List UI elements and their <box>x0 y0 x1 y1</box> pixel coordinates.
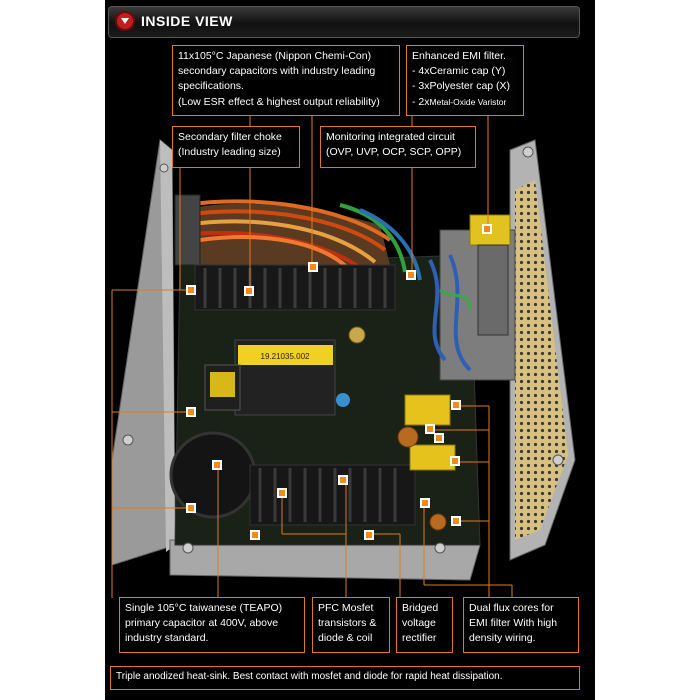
callout-heatsink: Triple anodized heat-sink. Best contact … <box>110 666 580 690</box>
callout-text: Dual flux cores for <box>469 602 554 614</box>
upper-heatsink <box>194 264 396 311</box>
marker-capacitor-1[interactable] <box>308 262 318 272</box>
callout-text: rectifier <box>402 632 437 645</box>
marker-pfc-diode[interactable] <box>277 488 287 498</box>
callout-text: density wiring. <box>469 632 536 645</box>
callout-text-small: Metal-Oxide Varistor <box>429 96 507 107</box>
callout-text: primary capacitor at 400V, above <box>125 617 279 630</box>
marker-heatsink-upper[interactable] <box>186 407 196 417</box>
callout-bridge-rectifier: Bridged voltage rectifier <box>396 597 453 653</box>
marker-pfc-mosfet[interactable] <box>338 475 348 485</box>
callout-text: Secondary filter choke <box>178 131 282 143</box>
screw <box>122 434 134 446</box>
ceramic-cap <box>336 393 350 407</box>
marker-emi-cap-4[interactable] <box>450 456 460 466</box>
marker-emi-cap-1[interactable] <box>451 400 461 410</box>
callout-text: secondary capacitors with industry leadi… <box>178 65 376 78</box>
marker-emi-cap-3[interactable] <box>434 433 444 443</box>
callout-text: specifications. <box>178 80 244 93</box>
callout-pfc-mosfet: PFC Mosfet transistors & diode & coil <box>312 597 390 653</box>
marker-pfc-coil[interactable] <box>250 530 260 540</box>
marker-monitor-ic[interactable] <box>406 270 416 280</box>
callout-monitoring-ic: Monitoring integrated circuit (OVP, UVP,… <box>320 126 476 168</box>
emi-cap-x2 <box>409 444 456 471</box>
primary-capacitor <box>169 431 257 519</box>
callout-text: EMI filter With high <box>469 617 558 630</box>
screw <box>159 163 169 173</box>
chassis-floor <box>169 539 481 581</box>
transformer-label-text: 19.21035.002 <box>261 352 310 361</box>
callout-text: 11x105°C Japanese (Nippon Chemi-Con) <box>178 50 372 62</box>
callout-filter-choke: Secondary filter choke (Industry leading… <box>172 126 300 168</box>
chassis-left-edge <box>160 140 175 552</box>
callout-text: transistors & <box>318 617 377 630</box>
callout-text: (Low ESR effect & highest output reliabi… <box>178 95 380 108</box>
callout-text: (Industry leading size) <box>178 146 281 159</box>
marker-choke[interactable] <box>186 285 196 295</box>
lower-heatsink <box>249 464 416 526</box>
chevron-down-icon <box>117 13 133 29</box>
section-header: INSIDE VIEW <box>108 6 580 38</box>
marker-flux-core-2[interactable] <box>451 516 461 526</box>
toroid-core <box>397 426 419 448</box>
toroid-core-2 <box>429 513 447 531</box>
marker-capacitor-2[interactable] <box>244 286 254 296</box>
callout-capacitors: 11x105°C Japanese (Nippon Chemi-Con) sec… <box>172 45 400 116</box>
marker-primary-capacitor[interactable] <box>212 460 222 470</box>
marker-bridge-rectifier[interactable] <box>364 530 374 540</box>
callout-text: Single 105°C taiwanese (TEAPO) <box>125 602 283 614</box>
callout-primary-capacitor: Single 105°C taiwanese (TEAPO) primary c… <box>119 597 305 653</box>
marker-emi-cap-2[interactable] <box>425 424 435 434</box>
callout-emi-filter: Enhanced EMI filter. - 4xCeramic cap (Y)… <box>406 45 524 116</box>
marker-emi-inlet[interactable] <box>482 224 492 234</box>
callout-text: diode & coil <box>318 632 373 645</box>
callout-text: Triple anodized heat-sink. Best contact … <box>116 671 503 682</box>
callout-text: PFC Mosfet <box>318 602 374 614</box>
screw <box>434 542 446 554</box>
callout-text: industry standard. <box>125 632 209 645</box>
marker-flux-core-1[interactable] <box>420 498 430 508</box>
section-title: INSIDE VIEW <box>141 13 233 29</box>
screw <box>522 146 534 158</box>
vent-holes <box>515 180 568 540</box>
small-capacitor <box>348 326 366 344</box>
callout-flux-cores: Dual flux cores for EMI filter With high… <box>463 597 579 653</box>
transformer-label <box>238 345 333 365</box>
callout-text: - 3xPolyester cap (X) <box>412 80 511 93</box>
callout-text: Monitoring integrated circuit <box>326 131 455 143</box>
emi-cap-x <box>404 394 451 426</box>
callout-text: (OVP, UVP, OCP, SCP, OPP) <box>326 146 462 159</box>
callout-text: - 4xCeramic cap (Y) <box>412 65 506 78</box>
switch-housing <box>477 244 509 336</box>
screw <box>552 454 564 466</box>
callout-text: voltage <box>402 617 436 630</box>
callout-text: - 2x <box>412 95 430 108</box>
marker-heatsink-lower[interactable] <box>186 503 196 513</box>
cable-sleeve <box>174 194 201 266</box>
wires <box>184 199 422 281</box>
callout-text: Bridged <box>402 602 439 614</box>
callout-text: Enhanced EMI filter. <box>412 50 506 62</box>
emi-wires <box>428 254 472 372</box>
screw <box>182 542 194 554</box>
